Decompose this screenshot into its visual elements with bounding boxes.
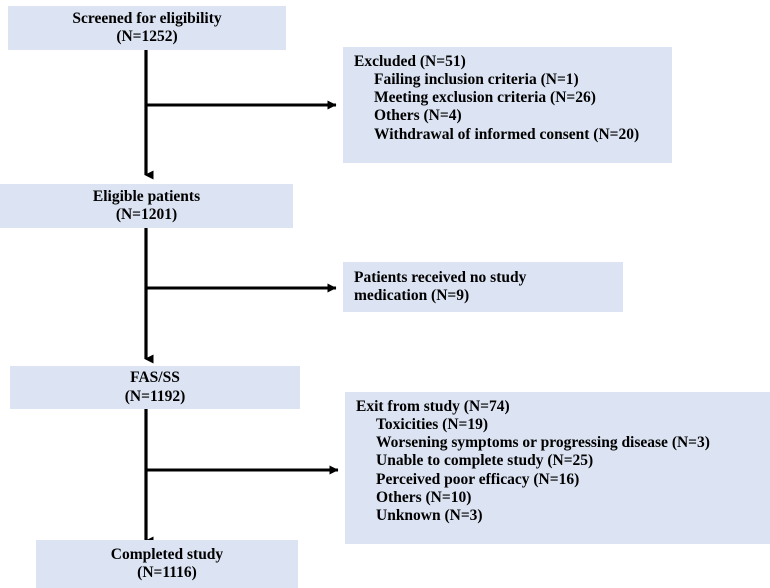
screened-line-1: Screened for eligibility (72, 9, 222, 27)
node-screened-for-eligibility: Screened for eligibility (N=1252) (8, 6, 286, 50)
fas-line-1: FAS/SS (130, 369, 180, 387)
node-completed-study: Completed study (N=1116) (36, 540, 298, 588)
exit-item-2: Unable to complete study (N=25) (376, 452, 594, 470)
excluded-item-0: Failing inclusion criteria (N=1) (374, 71, 579, 89)
excluded-header: Excluded (N=51) (354, 53, 466, 70)
node-no-study-medication: Patients received no study medication (N… (343, 262, 623, 312)
exit-header: Exit from study (N=74) (356, 398, 510, 415)
eligible-line-1: Eligible patients (92, 187, 201, 205)
fas-line-2: (N=1192) (124, 387, 186, 405)
no-medication-line-1: Patients received no study (354, 269, 527, 286)
node-eligible-patients: Eligible patients (N=1201) (0, 184, 293, 228)
node-exit-from-study: Exit from study (N=74) Toxicities (N=19)… (345, 392, 770, 544)
excluded-item-3: Withdrawal of informed consent (N=20) (374, 125, 640, 143)
exit-item-1: Worsening symptoms or progressing diseas… (376, 434, 710, 452)
exit-item-5: Unknown (N=3) (376, 506, 483, 524)
excluded-item-2: Others (N=4) (374, 107, 462, 125)
node-fas-ss: FAS/SS (N=1192) (10, 366, 300, 409)
eligible-line-2: (N=1201) (115, 206, 178, 223)
exit-item-4: Others (N=10) (376, 488, 472, 506)
screened-line-2: (N=1252) (116, 28, 178, 45)
excluded-item-1: Meeting exclusion criteria (N=26) (374, 89, 596, 107)
node-excluded: Excluded (N=51) Failing inclusion criter… (343, 47, 672, 163)
no-medication-line-2: medication (N=9) (354, 287, 470, 305)
completed-line-1: Completed study (110, 545, 224, 563)
completed-line-2: (N=1116) (137, 564, 197, 581)
exit-item-0: Toxicities (N=19) (376, 416, 489, 434)
exit-item-3: Perceived poor efficacy (N=16) (376, 470, 580, 488)
